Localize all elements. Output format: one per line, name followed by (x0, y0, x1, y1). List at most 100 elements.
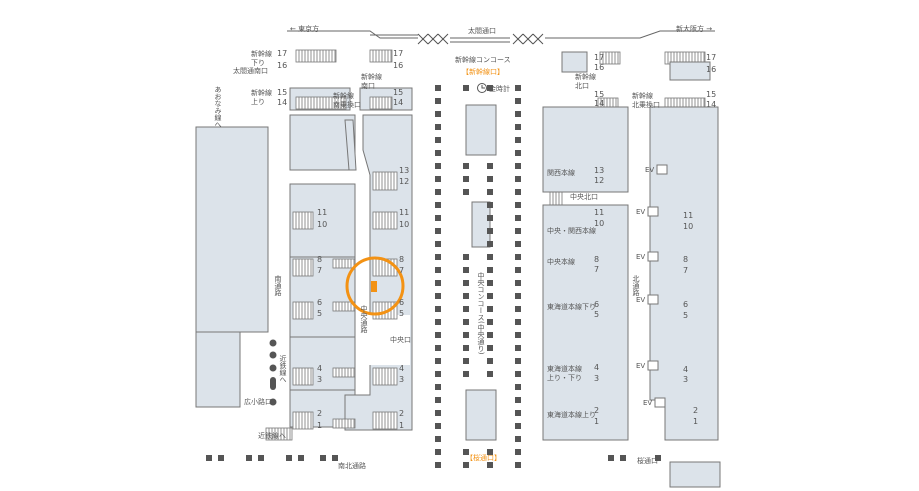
pillar (515, 150, 521, 156)
platform-number: 14 (277, 98, 287, 107)
current-location-marker (371, 281, 377, 292)
exit-taiko-north[interactable]: 太閤通口 (468, 26, 496, 35)
svg-text:EV: EV (636, 208, 645, 216)
staircase (295, 96, 347, 110)
pillar (620, 455, 626, 461)
platform-number: 17 (393, 49, 403, 58)
platform-number: 13 (594, 166, 604, 175)
staircase (332, 301, 356, 312)
pillar (435, 397, 441, 403)
pillar (515, 462, 521, 468)
pillar (435, 241, 441, 247)
exit-shinkansen-north-transfer[interactable]: 新幹線北乗換口 (632, 91, 660, 109)
pillar (515, 228, 521, 234)
pillar (515, 345, 521, 351)
pillar (435, 98, 441, 104)
platform-number: 1 (693, 417, 698, 426)
pillar (258, 455, 264, 461)
platform-number: 11 (399, 208, 409, 217)
pillar (435, 306, 441, 312)
to-kintetsu-2: 近鉄線へ (258, 431, 286, 440)
staircase (372, 171, 398, 191)
platform-number: 11 (683, 211, 693, 220)
line-tokaido-up: 東海道本線上り (547, 410, 596, 419)
staircase (332, 258, 356, 269)
shinkansen-down-label: 新幹線下り (251, 49, 272, 67)
pillar (515, 423, 521, 429)
pillar (435, 267, 441, 273)
pillar (463, 319, 469, 325)
pillar (435, 189, 441, 195)
platform-number: 2 (399, 409, 404, 418)
south-passage: 南通路 (274, 274, 282, 297)
platform-number: 6 (399, 298, 404, 307)
pillar (487, 462, 493, 468)
platform-number: 14 (594, 99, 604, 108)
platform-number: 5 (317, 309, 322, 318)
pillar (286, 455, 292, 461)
pillar (515, 241, 521, 247)
pillar (435, 462, 441, 468)
exit-central[interactable]: 中央口 (390, 335, 411, 344)
pillar (515, 306, 521, 312)
line-labels: 関西本線 中央・関西本線 中央本線 東海道本線下り 東海道本線上り・下り 東海道… (547, 168, 596, 419)
pillar (463, 85, 469, 91)
pillar (435, 449, 441, 455)
pillar (515, 358, 521, 364)
pillar (463, 462, 469, 468)
pillar (515, 202, 521, 208)
pillar (435, 384, 441, 390)
platform-number: 16 (277, 61, 287, 70)
pillar (515, 449, 521, 455)
platform-number: 8 (594, 255, 599, 264)
staircase (292, 301, 314, 320)
platform-number: 16 (706, 65, 716, 74)
shinkansen-concourse-label: 新幹線コンコース (455, 55, 511, 64)
exit-shinkansen-north[interactable]: 新幹線北口 (575, 72, 596, 90)
platform-number: 15 (706, 90, 716, 99)
platform-number: 6 (683, 300, 688, 309)
exit-taiko-south[interactable]: 太閤通南口 (233, 66, 268, 75)
pillar (435, 176, 441, 182)
top-track (287, 30, 715, 43)
svg-text:EV: EV (643, 399, 652, 407)
shinkansen-gate-label[interactable]: 【新幹線口】 (462, 67, 504, 76)
staircase (292, 411, 314, 430)
left-building (195, 126, 269, 333)
pillar (435, 371, 441, 377)
exit-shinkansen-south-transfer[interactable]: 新幹線南乗換口 (333, 91, 361, 109)
exit-shinkansen-south[interactable]: 新幹線南口 (361, 72, 382, 90)
pillar (463, 332, 469, 338)
pillar (655, 455, 661, 461)
platform-number: 1 (317, 421, 322, 430)
platform-number: 2 (594, 406, 599, 415)
platform-number: 5 (594, 310, 599, 319)
sakura-gate-label[interactable]: 【桜通口】 (466, 453, 501, 462)
pillar (515, 384, 521, 390)
staircase (292, 258, 314, 277)
pillar (463, 358, 469, 364)
pillar (515, 371, 521, 377)
exit-hirokoji[interactable]: 広小路口 (244, 397, 272, 406)
pillar (487, 358, 493, 364)
pillar (515, 254, 521, 260)
platform-number: 11 (317, 208, 327, 217)
exit-sakura[interactable]: 桜通口 (637, 456, 658, 465)
pillar (487, 163, 493, 169)
pillars (206, 85, 661, 468)
platform-number: 10 (594, 219, 604, 228)
central-passage-label: 中央通路 (360, 304, 368, 334)
platform-number: 4 (683, 365, 688, 374)
platform-number: 4 (399, 364, 404, 373)
pillar (463, 280, 469, 286)
platform-numbers: 1716151417161514131211101110878765654343… (277, 49, 716, 430)
platform-number: 5 (683, 311, 688, 320)
pillar (435, 150, 441, 156)
central-passage (360, 315, 410, 365)
platform-number: 17 (594, 53, 604, 62)
exit-central-north[interactable]: 中央北口 (570, 192, 598, 201)
east-platforms (542, 51, 721, 488)
platform-number: 4 (594, 363, 599, 372)
